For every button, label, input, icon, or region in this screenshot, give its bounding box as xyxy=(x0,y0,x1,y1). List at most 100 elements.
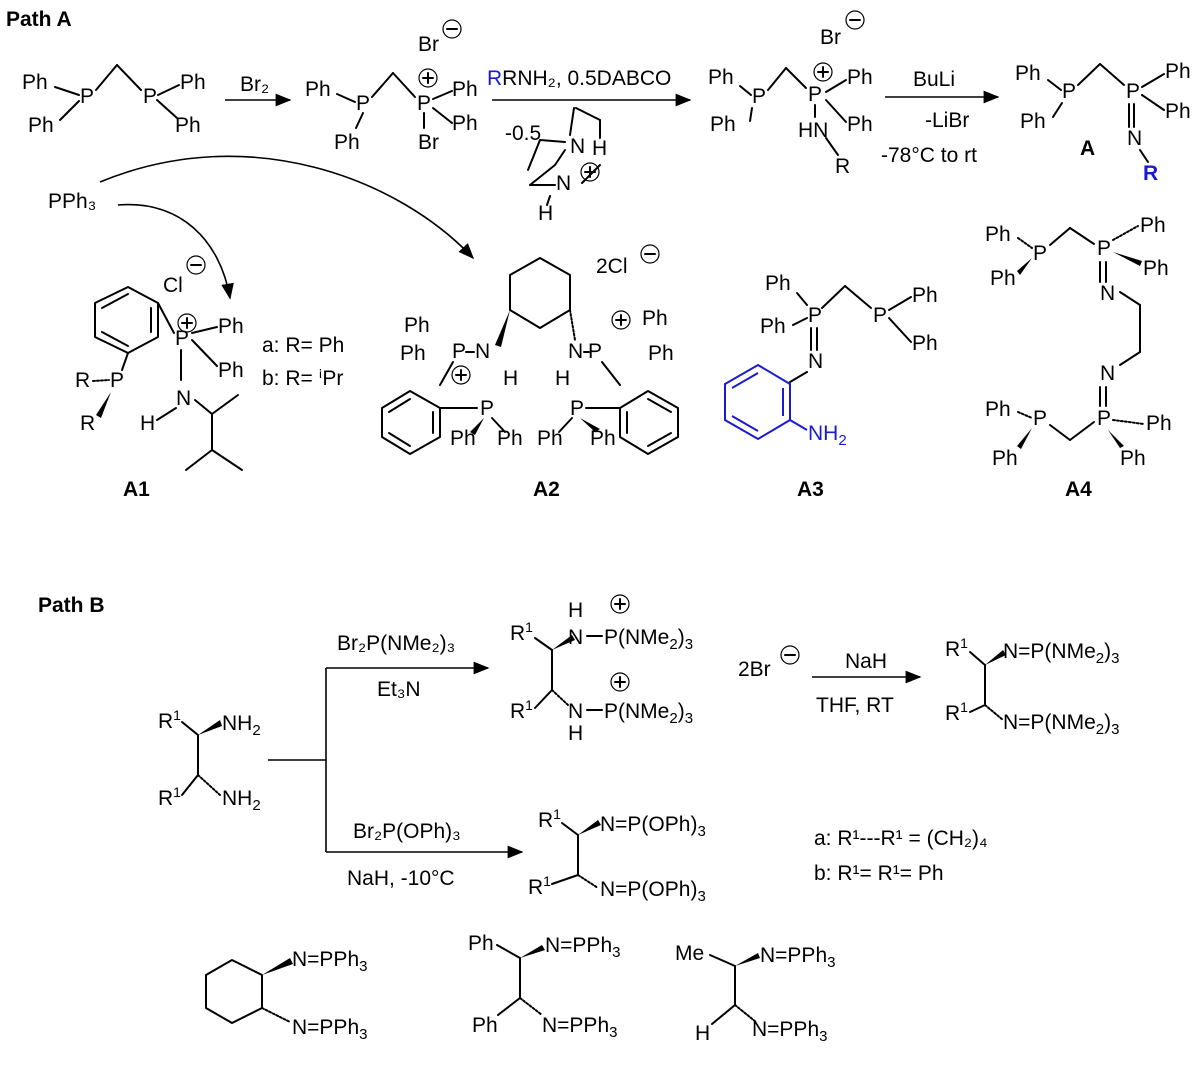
svg-text:N: N xyxy=(808,350,823,373)
label-a1: A1 xyxy=(123,478,150,501)
aminophosphonium-structure: Br Ph P Ph P Ph Ph HN R xyxy=(708,10,873,178)
temperature-label: -78°C to rt xyxy=(881,144,977,167)
svg-text:H: H xyxy=(538,202,553,225)
svg-text:Ph: Ph xyxy=(305,78,331,101)
svg-text:P: P xyxy=(80,85,94,108)
svg-text:Ph: Ph xyxy=(642,307,668,330)
path-b-title: Path B xyxy=(38,594,105,617)
svg-text:N=P(NMe2)3: N=P(NMe2)3 xyxy=(1003,640,1119,667)
variant-a-label: a: R= Ph xyxy=(262,334,344,357)
a2-structure: 2Cl Ph Ph P N H P Ph Ph N P Ph Ph H xyxy=(381,244,679,455)
br2-label: Br₂ xyxy=(240,73,269,96)
upper-reagent-label: Br₂P(NMe₂)₃ xyxy=(337,632,455,655)
svg-text:Ph: Ph xyxy=(22,71,48,94)
svg-text:P: P xyxy=(752,85,766,108)
svg-text:H: H xyxy=(568,599,583,622)
svg-text:Ph: Ph xyxy=(1120,447,1146,470)
svg-text:Br: Br xyxy=(418,131,439,154)
svg-text:P: P xyxy=(143,85,157,108)
svg-text:N=PPh3: N=PPh3 xyxy=(292,1016,367,1043)
svg-text:P: P xyxy=(873,304,887,327)
svg-text:N: N xyxy=(1100,362,1115,385)
label-a3: A3 xyxy=(797,478,824,501)
svg-text:Ph: Ph xyxy=(537,427,563,450)
svg-text:N: N xyxy=(568,626,583,649)
svg-text:N=P(OPh)3: N=P(OPh)3 xyxy=(600,878,706,905)
upper-base-label: Et₃N xyxy=(377,678,421,701)
svg-text:R1: R1 xyxy=(945,635,968,661)
svg-text:R: R xyxy=(75,369,90,392)
svg-text:N: N xyxy=(556,172,571,195)
svg-text:H: H xyxy=(140,412,155,435)
svg-text:Ph: Ph xyxy=(710,113,736,136)
a1-structure: Cl P Ph Ph N H P R R xyxy=(75,255,244,471)
svg-text:Ph: Ph xyxy=(1165,100,1191,123)
thf-label: THF, RT xyxy=(816,694,894,717)
pph3-to-a1-arrow xyxy=(117,203,234,300)
amine-reagent-label: RNH₂, 0.5DABCO xyxy=(502,67,671,90)
svg-text:P: P xyxy=(1097,237,1111,260)
methyl-bis-iminophosphorane: Me N=PPh3 H N=PPh3 xyxy=(675,942,835,1045)
svg-text:H: H xyxy=(592,137,607,160)
svg-text:Ph: Ph xyxy=(590,427,616,450)
dabco-h-structure: N H N H xyxy=(527,107,607,225)
product-a-label: A xyxy=(1080,137,1095,160)
svg-text:P: P xyxy=(570,397,584,420)
svg-text:Ph: Ph xyxy=(765,272,791,295)
negative-charge-icon xyxy=(780,645,800,665)
svg-text:NH2: NH2 xyxy=(808,422,847,449)
svg-text:P: P xyxy=(588,340,602,363)
svg-text:N: N xyxy=(568,340,583,363)
svg-text:Ph: Ph xyxy=(1146,412,1172,435)
svg-text:NH2: NH2 xyxy=(222,787,261,814)
svg-text:R: R xyxy=(835,155,850,178)
variant-b-label: b: R= ⁱPr xyxy=(262,367,343,390)
svg-text:P: P xyxy=(1126,80,1140,103)
definition-a: a: R¹---R¹ = (CH₂)₄ xyxy=(814,827,988,850)
svg-text:R1: R1 xyxy=(158,784,181,810)
svg-text:Ph: Ph xyxy=(847,66,873,89)
svg-text:Ph: Ph xyxy=(1165,60,1191,83)
bis-phosphonium-structure: R1 H N P(NMe2)3 R1 N H P(NMe2)3 xyxy=(510,594,693,745)
svg-text:Ph: Ph xyxy=(175,114,201,137)
svg-text:H: H xyxy=(555,367,570,390)
diphenyl-bis-iminophosphorane: Ph N=PPh3 Ph N=PPh3 xyxy=(468,932,620,1041)
libr-label: -LiBr xyxy=(925,109,969,132)
svg-text:N: N xyxy=(1100,282,1115,305)
svg-text:P: P xyxy=(417,92,431,115)
svg-text:R1: R1 xyxy=(528,873,551,899)
svg-text:Ph: Ph xyxy=(1140,214,1166,237)
svg-text:Ph: Ph xyxy=(992,447,1018,470)
svg-text:Ph: Ph xyxy=(985,223,1011,246)
svg-text:R1: R1 xyxy=(945,699,968,725)
a2-counterion: 2Cl xyxy=(596,255,628,278)
svg-text:R1: R1 xyxy=(158,707,181,733)
svg-text:Ph: Ph xyxy=(497,427,523,450)
nah-label: NaH xyxy=(845,650,887,673)
svg-text:P: P xyxy=(1033,242,1047,265)
svg-text:Ph: Ph xyxy=(400,342,426,365)
svg-text:Ph: Ph xyxy=(648,342,674,365)
dppm-structure: Ph P Ph P Ph Ph xyxy=(22,64,206,137)
svg-text:HN: HN xyxy=(798,119,828,142)
svg-text:P: P xyxy=(356,92,370,115)
svg-text:Ph: Ph xyxy=(218,359,244,382)
svg-text:Br: Br xyxy=(820,26,841,49)
svg-text:P: P xyxy=(1097,407,1111,430)
svg-text:Ph: Ph xyxy=(450,427,476,450)
svg-text:Ph: Ph xyxy=(452,112,478,135)
a3-structure: Ph Ph P N P Ph Ph NH2 xyxy=(724,272,938,449)
svg-text:Ph: Ph xyxy=(912,284,938,307)
svg-text:N: N xyxy=(176,387,191,410)
svg-text:N=PPh3: N=PPh3 xyxy=(292,948,367,975)
iminophosphorane-a-structure: Ph P Ph P Ph Ph N R xyxy=(1015,60,1191,185)
svg-text:N=PPh3: N=PPh3 xyxy=(542,1014,617,1041)
bis-iminophosphorane-oph-structure: R1 N=P(OPh)3 R1 N=P(OPh)3 xyxy=(528,806,706,905)
svg-text:Ph: Ph xyxy=(404,314,430,337)
svg-text:R: R xyxy=(80,412,95,435)
svg-text:Ph: Ph xyxy=(1015,62,1041,85)
pph3-label: PPh₃ xyxy=(48,190,96,213)
svg-text:NH2: NH2 xyxy=(222,712,261,739)
svg-text:Ph: Ph xyxy=(468,932,494,955)
